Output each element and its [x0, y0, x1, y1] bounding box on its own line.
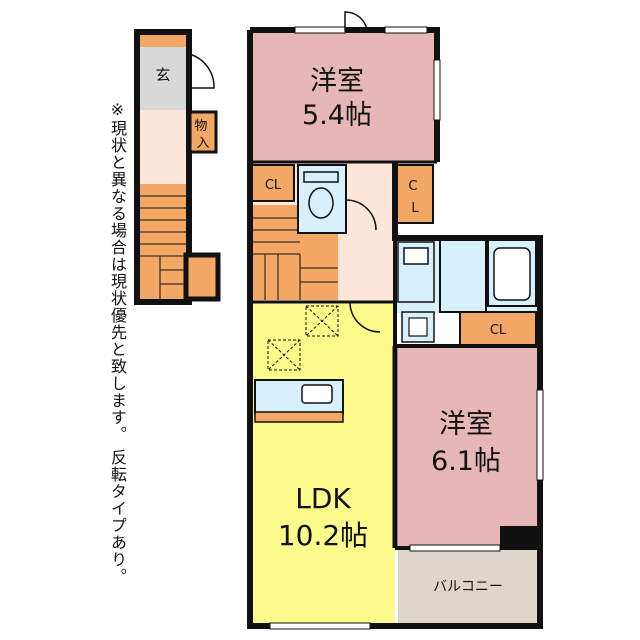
ldk-size: 10.2帖 — [278, 519, 368, 552]
washbasin-icon — [403, 247, 429, 265]
western-room-2 — [398, 346, 538, 546]
entrance-hall — [140, 110, 186, 184]
closet-c-label: CL — [490, 323, 507, 338]
western-room-2-name: 洋室 — [439, 409, 493, 440]
toilet-tank — [303, 171, 339, 183]
entrance-floor — [140, 47, 186, 110]
upper-floor — [247, 11, 544, 630]
kitchen-sink-icon — [301, 384, 333, 404]
closet-a — [251, 164, 295, 202]
closet-b-label-c: C — [408, 179, 417, 194]
toilet-icon — [308, 187, 334, 219]
closet-b-label-l: L — [411, 201, 419, 216]
ldk-room — [252, 302, 395, 624]
windows — [269, 26, 544, 630]
balcony — [398, 548, 538, 624]
pillar — [500, 526, 538, 548]
western-room-1-name: 洋室 — [310, 66, 364, 97]
closet-a-label: CL — [265, 178, 282, 193]
entrance-step — [140, 35, 186, 47]
storage-closet — [188, 110, 218, 154]
entrance-label: 玄 — [155, 66, 170, 84]
balcony-label: バルコニー — [433, 579, 503, 595]
disclaimer-note: ※現状と異なる場合は現状優先と致します。 反転タイプあり。 — [108, 100, 127, 586]
closet-b-label: C L — [408, 179, 421, 216]
toilet-door-swing — [345, 199, 377, 231]
top-door-swing — [344, 11, 368, 31]
ldk-name: LDK — [295, 482, 351, 515]
ground-floor-strip: 玄 物 入 — [134, 29, 221, 305]
washing-machine-icon — [408, 317, 428, 337]
western-room-1 — [250, 32, 435, 162]
ldk-door-swing — [349, 301, 381, 333]
western-room-1-size: 5.4帖 — [302, 100, 372, 131]
storage-label-char1: 物 — [194, 119, 207, 134]
storage-label-char2: 入 — [196, 136, 209, 151]
ground-stairs — [140, 184, 186, 299]
storage-label: 物 入 — [194, 119, 211, 151]
upper-stairs-treads — [252, 217, 338, 300]
closet-b — [396, 164, 434, 224]
kitchen-cabinet — [254, 411, 344, 423]
bathtub-icon — [493, 247, 531, 301]
western-room-2-size: 6.1帖 — [431, 446, 501, 477]
ldk-fixtures — [267, 305, 339, 371]
entrance-door-swing — [188, 53, 215, 89]
stair-landing — [183, 252, 221, 302]
